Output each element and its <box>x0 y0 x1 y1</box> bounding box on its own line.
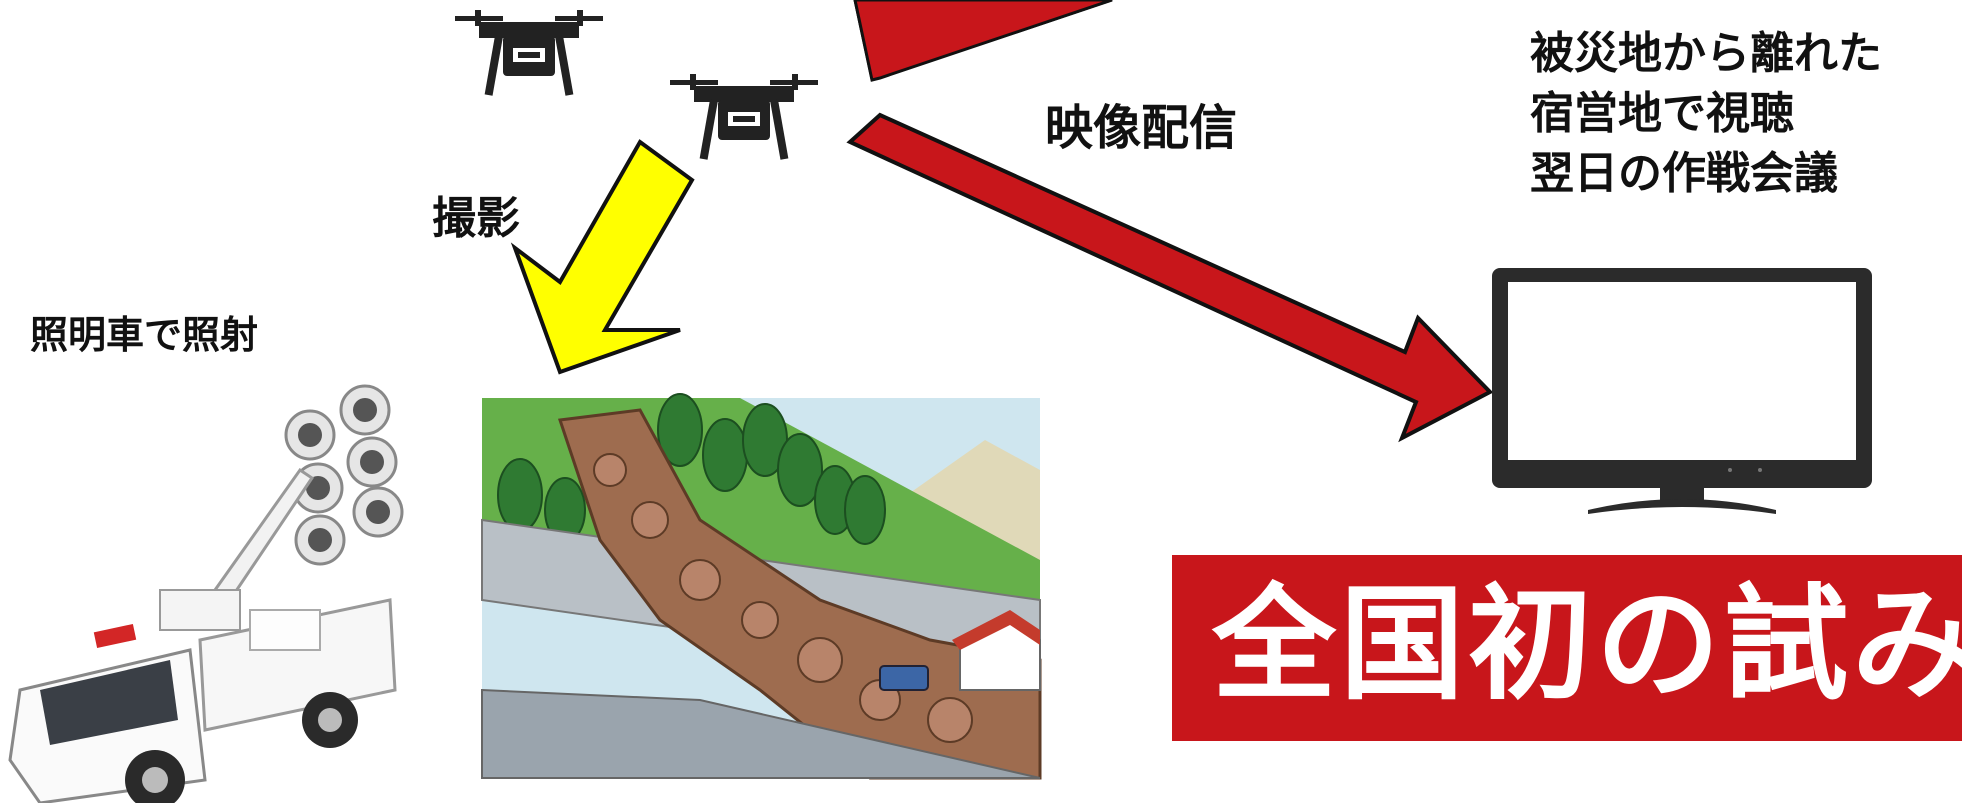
red-arrow-stream <box>846 112 1494 443</box>
landslide-illustration <box>481 393 1042 780</box>
red-arrow-top-body <box>853 0 1113 82</box>
first-attempt-banner: 全国初の試み <box>1172 555 1962 741</box>
shooting-label: 撮影 <box>432 193 520 244</box>
banner-text: 全国初の試み <box>1212 573 1962 717</box>
drone-icon <box>670 74 818 160</box>
remote-viewing-label: 被災地から離れた 宿営地で視聴 翌日の作戦会議 <box>1530 24 1962 204</box>
streaming-label: 映像配信 <box>1045 100 1238 156</box>
drone-icon <box>455 10 603 96</box>
remote-line-1: 被災地から離れた <box>1530 28 1882 79</box>
lighting-truck-icon <box>8 384 404 803</box>
monitor-icon <box>1492 268 1872 514</box>
lighting-label: 照明車で照射 <box>30 313 259 357</box>
yellow-arrow <box>510 139 695 375</box>
remote-line-3: 翌日の作戦会議 <box>1530 148 1838 199</box>
remote-line-2: 宿営地で視聴 <box>1530 88 1794 139</box>
